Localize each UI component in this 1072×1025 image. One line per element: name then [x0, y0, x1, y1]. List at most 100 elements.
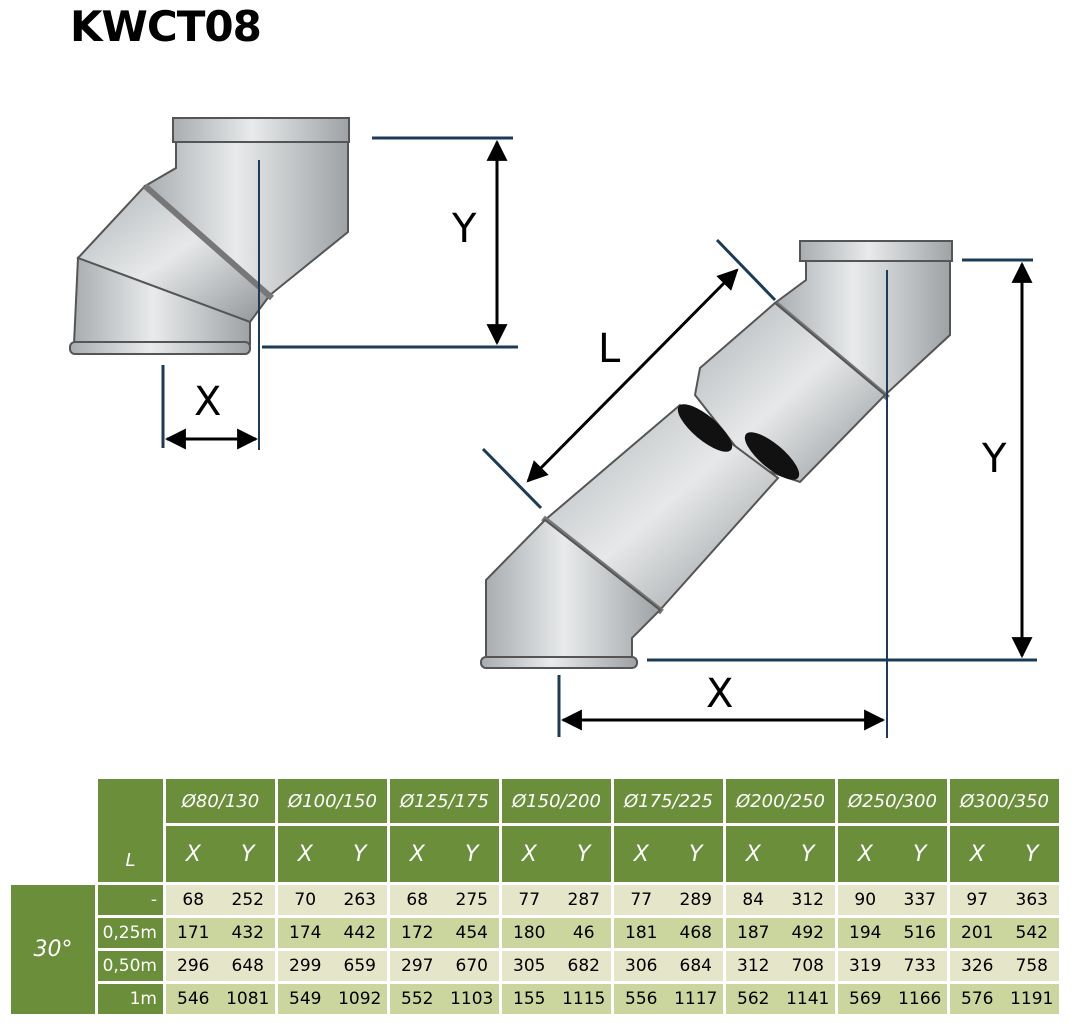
x-header: X — [857, 841, 873, 867]
y-header: Y — [1025, 841, 1039, 867]
x-value: 187 — [737, 923, 770, 943]
product-title: KWCT08 — [70, 2, 262, 51]
large-y-label: Y — [981, 436, 1007, 482]
large-offset — [480, 240, 953, 738]
length-cell: - — [98, 885, 163, 915]
value-cell: 326 758 — [950, 951, 1059, 981]
x-value: 172 — [401, 923, 434, 943]
x-header: X — [185, 841, 201, 867]
y-value: 287 — [567, 890, 600, 910]
length-cell: 1m — [98, 984, 163, 1014]
x-value: 556 — [625, 989, 658, 1009]
x-header: X — [409, 841, 425, 867]
x-value: 312 — [737, 956, 770, 976]
large-bottom-collar — [480, 656, 638, 669]
value-cell: 90 337 — [838, 885, 947, 915]
y-header: Y — [577, 841, 591, 867]
value-cell: 187 492 — [726, 918, 835, 948]
l-header-text: L — [125, 850, 136, 871]
x-value: 576 — [961, 989, 994, 1009]
value-cell: 70 263 — [278, 885, 387, 915]
large-top-collar — [799, 240, 953, 262]
l-ext-top — [715, 238, 777, 302]
x-value: 180 — [513, 923, 546, 943]
small-elbow — [69, 117, 350, 450]
x-value: 90 — [854, 890, 877, 910]
y-value: 468 — [679, 923, 712, 943]
value-cell: 180 46 — [502, 918, 611, 948]
y-value: 648 — [231, 956, 264, 976]
x-value: 201 — [961, 923, 994, 943]
y-value: 1092 — [338, 989, 382, 1009]
x-value: 562 — [737, 989, 770, 1009]
x-value: 77 — [518, 890, 541, 910]
small-elbow-ring — [143, 183, 274, 301]
small-elbow-bottom-collar — [69, 341, 251, 355]
y-header: Y — [465, 841, 479, 867]
length-cell: 0,25m — [98, 918, 163, 948]
x-value: 297 — [401, 956, 434, 976]
y-value: 46 — [572, 923, 595, 943]
x-value: 549 — [289, 989, 322, 1009]
x-value: 552 — [401, 989, 434, 1009]
diameter-header: Ø250/300 — [838, 779, 947, 823]
y-value: 542 — [1015, 923, 1048, 943]
x-header: X — [745, 841, 761, 867]
technical-drawing: Y X L Y X — [69, 117, 1037, 738]
diameter-header: Ø200/250 — [726, 779, 835, 823]
x-value: 546 — [177, 989, 210, 1009]
y-header: Y — [801, 841, 815, 867]
diameter-header: Ø175/225 — [614, 779, 723, 823]
x-header: X — [633, 841, 649, 867]
x-value: 70 — [294, 890, 317, 910]
x-value: 174 — [289, 923, 322, 943]
y-value: 263 — [343, 890, 376, 910]
x-value: 326 — [961, 956, 994, 976]
x-header: X — [969, 841, 985, 867]
x-value: 306 — [625, 956, 658, 976]
diameter-header: Ø150/200 — [502, 779, 611, 823]
y-value: 1141 — [786, 989, 830, 1009]
y-value: 275 — [455, 890, 488, 910]
y-header: Y — [241, 841, 255, 867]
diameter-header: Ø125/175 — [390, 779, 499, 823]
large-break-upper — [744, 432, 800, 480]
l-ext-bottom — [481, 447, 543, 510]
y-value: 337 — [903, 890, 936, 910]
x-value: 305 — [513, 956, 546, 976]
x-value: 569 — [849, 989, 882, 1009]
y-value: 708 — [791, 956, 824, 976]
x-value: 155 — [513, 989, 546, 1009]
y-value: 1115 — [562, 989, 606, 1009]
y-value: 659 — [343, 956, 376, 976]
small-y-label: Y — [451, 206, 477, 252]
small-x-label: X — [194, 379, 221, 425]
x-value: 296 — [177, 956, 210, 976]
y-value: 758 — [1015, 956, 1048, 976]
y-value: 492 — [791, 923, 824, 943]
y-value: 312 — [791, 890, 824, 910]
y-value: 432 — [231, 923, 264, 943]
